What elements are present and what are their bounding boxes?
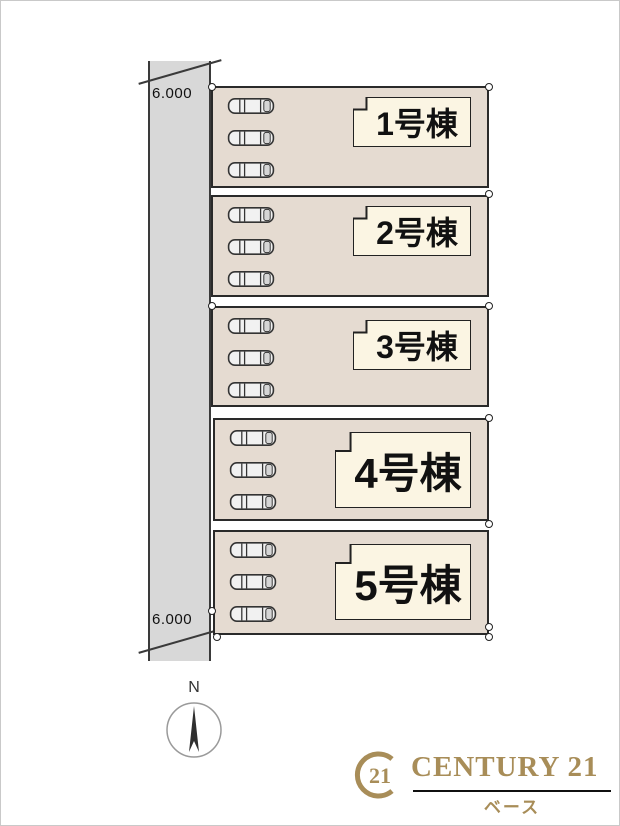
road-strip — [148, 61, 211, 661]
vertex-dot — [485, 520, 493, 528]
vertex-dot — [208, 607, 216, 615]
emblem-number: 21 — [369, 763, 391, 788]
building-label: 5号棟 — [354, 561, 462, 609]
car-icon — [229, 604, 277, 624]
road-width-dimension-bottom: 6.000 — [152, 611, 193, 628]
car-icon — [227, 96, 275, 116]
vertex-dot — [208, 83, 216, 91]
building-label: 3号棟 — [376, 329, 458, 365]
car-icon — [229, 540, 277, 560]
vertex-dot — [485, 302, 493, 310]
building-label-box-5: 5号棟 — [335, 544, 471, 620]
car-icon — [227, 269, 275, 289]
brand-block: 21 CENTURY 21 ベース — [349, 743, 613, 817]
compass-north-label: N — [188, 679, 200, 696]
compass-circle — [166, 702, 222, 758]
building-label: 4号棟 — [354, 449, 462, 497]
car-icon — [227, 316, 275, 336]
vertex-dot — [485, 623, 493, 631]
lot-3: 3号棟 — [211, 306, 489, 407]
car-icon — [227, 128, 275, 148]
brand-name: CENTURY 21 — [411, 751, 599, 783]
vertex-dot — [208, 302, 216, 310]
vertex-dot — [213, 633, 221, 641]
car-icon — [229, 492, 277, 512]
brand-store-name: ベース — [483, 798, 541, 817]
road-width-dimension-top: 6.000 — [152, 85, 193, 102]
vertex-dot — [485, 83, 493, 91]
car-icon — [227, 160, 275, 180]
century21-emblem-icon: 21 — [354, 751, 394, 799]
car-icon — [229, 428, 277, 448]
car-icon — [227, 380, 275, 400]
building-label-box-4: 4号棟 — [335, 432, 471, 508]
building-label-box-2: 2号棟 — [353, 206, 471, 256]
north-compass: N — [166, 679, 222, 758]
car-icon — [227, 348, 275, 368]
lot-1: 1号棟 — [211, 86, 489, 188]
lot-4: 4号棟 — [213, 418, 489, 521]
car-icon — [229, 460, 277, 480]
lot-5: 5号棟 — [213, 530, 489, 635]
car-icon — [227, 237, 275, 257]
building-label-box-3: 3号棟 — [353, 320, 471, 370]
lot-2: 2号棟 — [211, 195, 489, 297]
vertex-dot — [485, 190, 493, 198]
brand-underline — [413, 790, 611, 792]
vertex-dot — [485, 414, 493, 422]
compass-needle-icon — [189, 706, 199, 752]
car-icon — [227, 205, 275, 225]
vertex-dot — [485, 633, 493, 641]
building-label-box-1: 1号棟 — [353, 97, 471, 147]
building-label: 2号棟 — [376, 215, 458, 251]
car-icon — [229, 572, 277, 592]
building-label: 1号棟 — [376, 106, 458, 142]
